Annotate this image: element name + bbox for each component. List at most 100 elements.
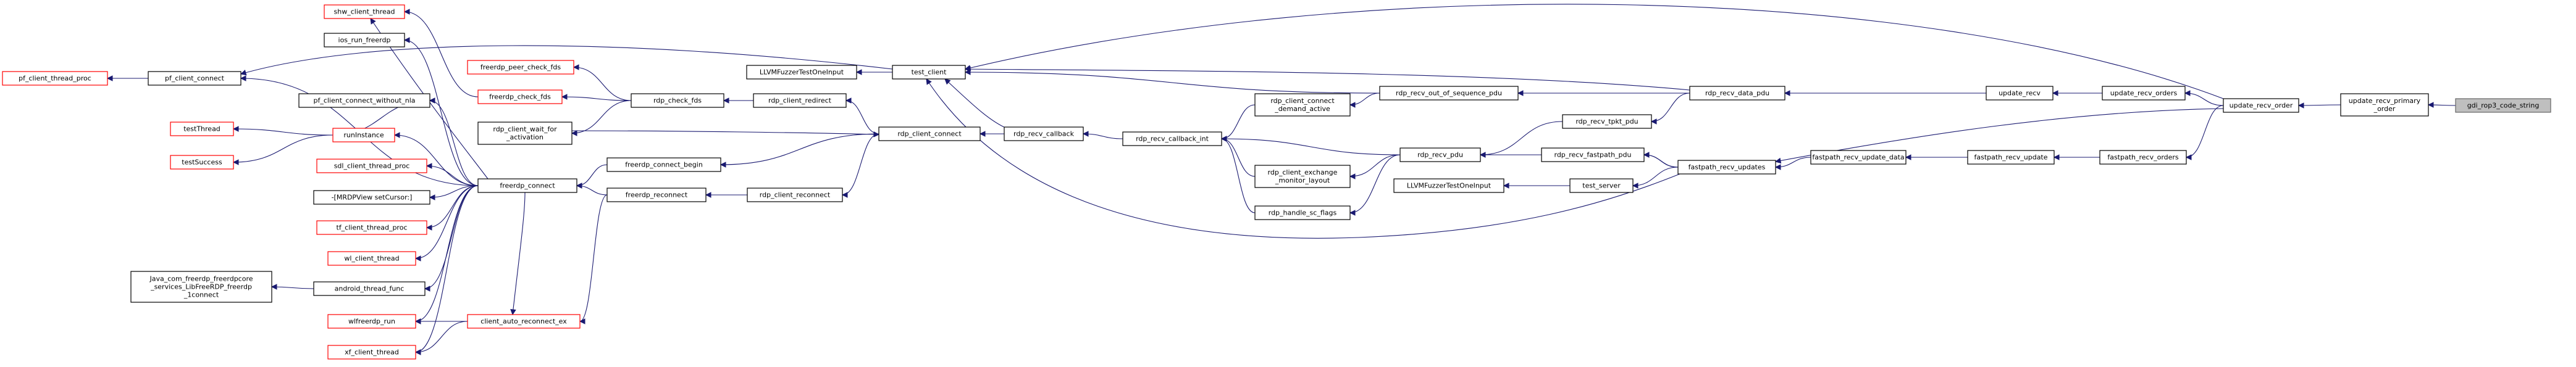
node-urpo[interactable]: update_recv_primary_order (2340, 93, 2429, 117)
node-java[interactable]: Java_com_freerdp_freerdpcore_services_Li… (130, 271, 272, 303)
node-rcc[interactable]: rdp_client_connect (878, 126, 981, 141)
node-box (170, 155, 234, 170)
node-label: freerdp_check_fds (489, 93, 551, 101)
node-label: test_client (912, 68, 947, 76)
node-label: rdp_client_reconnect (760, 191, 831, 199)
node-rroos[interactable]: rdp_recv_out_of_sequence_pdu (1379, 86, 1519, 101)
node-label: Java_com_freerdp_freerdpcore (149, 275, 253, 283)
node-fpru[interactable]: fastpath_recv_update (1967, 150, 2055, 165)
edge-fcb-rcc (720, 133, 879, 168)
node-label: rdp_recv_callback (1013, 130, 1075, 138)
node-box (2099, 150, 2187, 165)
node-tsu[interactable]: testSuccess (170, 155, 234, 170)
node-box (1689, 86, 1785, 101)
node-fprud[interactable]: fastpath_recv_update_data (1810, 150, 1907, 165)
edge-rcc-rcwa (571, 130, 880, 138)
node-rcrec[interactable]: rdp_client_reconnect (747, 188, 843, 202)
node-box (1393, 178, 1504, 193)
node-tf[interactable]: tf_client_thread_proc (316, 220, 427, 235)
node-box (747, 188, 843, 202)
node-label: rdp_client_exchange (1268, 168, 1338, 176)
node-label: freerdp_connect_begin (625, 161, 703, 169)
node-box (1004, 126, 1084, 141)
node-box (878, 126, 981, 141)
node-llvm2[interactable]: LLVMFuzzerTestOneInput (1393, 178, 1504, 193)
node-label: freerdp_reconnect (626, 191, 688, 199)
node-rrfp[interactable]: rdp_recv_fastpath_pdu (1541, 147, 1645, 162)
edge-rcr-rcc (845, 97, 879, 134)
node-label: fastpath_recv_update (1974, 154, 2047, 162)
node-rcda[interactable]: rdp_client_connect_demand_active (1254, 93, 1351, 117)
edge-fprud-fpru (1905, 154, 1968, 160)
node-box (2455, 98, 2551, 113)
node-ri[interactable]: runInstance (332, 128, 395, 142)
node-atf[interactable]: android_thread_func (313, 281, 426, 296)
node-rcr[interactable]: rdp_client_redirect (753, 93, 847, 108)
node-sdl[interactable]: sdl_client_thread_proc (316, 159, 427, 173)
node-fcb[interactable]: freerdp_connect_begin (606, 157, 721, 172)
node-pfcn[interactable]: pf_client_connect_without_nla (298, 93, 430, 108)
node-rrp[interactable]: rdp_recv_pdu (1399, 147, 1481, 162)
edge-mrdp-fc (429, 185, 479, 200)
node-label: update_recv (1999, 89, 2041, 97)
node-box (170, 122, 234, 136)
node-box (606, 188, 707, 202)
node-label: rdp_recv_fastpath_pdu (1554, 151, 1631, 159)
node-ts[interactable]: test_server (1569, 178, 1634, 193)
node-wlf[interactable]: wlfreerdp_run (327, 314, 416, 329)
node-rrtp[interactable]: rdp_recv_tpkt_pdu (1562, 114, 1652, 129)
node-pfctp[interactable]: pf_client_thread_proc (2, 71, 108, 86)
node-uro[interactable]: update_recv_order (2223, 98, 2299, 113)
node-box (1254, 165, 1351, 188)
node-layer: gdi_rop3_code_stringupdate_recv_primary_… (2, 4, 2551, 360)
node-care[interactable]: client_auto_reconnect_ex (467, 314, 581, 329)
node-rcwa[interactable]: rdp_client_wait_for_activation (477, 122, 573, 145)
node-box (753, 93, 847, 108)
node-tc[interactable]: test_client (892, 65, 966, 80)
node-label: rdp_recv_callback_int (1136, 135, 1209, 143)
edge-fpro-uro (2185, 105, 2224, 160)
node-label: rdp_client_connect (1270, 97, 1335, 105)
edge-rhsf-rrp (1349, 154, 1401, 216)
node-label: fastpath_recv_updates (1689, 163, 1766, 171)
node-ur[interactable]: update_recv (1986, 86, 2054, 101)
node-xf[interactable]: xf_client_thread (327, 345, 416, 360)
node-box (1562, 114, 1652, 129)
node-rrdp[interactable]: rdp_recv_data_pdu (1689, 86, 1785, 101)
node-box (1254, 93, 1351, 117)
node-mrdp[interactable]: -[MRDPView setCursor:] (313, 190, 430, 205)
node-tt[interactable]: testThread (170, 122, 234, 136)
edge-rcda-rroos (1349, 93, 1380, 108)
edge-uro-urpo (2297, 102, 2341, 109)
node-fc[interactable]: freerdp_connect (477, 178, 577, 193)
node-label: android_thread_func (335, 285, 405, 293)
node-fprus[interactable]: fastpath_recv_updates (1677, 160, 1776, 175)
node-fcf[interactable]: freerdp_check_fds (477, 89, 563, 104)
node-frec[interactable]: freerdp_reconnect (606, 188, 707, 202)
node-label: tf_client_thread_proc (337, 224, 408, 232)
node-llvm1[interactable]: LLVMFuzzerTestOneInput (746, 65, 857, 80)
edge-rcwa-rcf (571, 100, 632, 136)
node-fpro[interactable]: fastpath_recv_orders (2099, 150, 2187, 165)
node-ios[interactable]: ios_run_freerdp (324, 33, 405, 47)
node-fpcf[interactable]: freerdp_peer_check_fds (467, 60, 574, 75)
node-shw[interactable]: shw_client_thread (324, 4, 405, 19)
node-box (316, 159, 427, 173)
node-uros[interactable]: update_recv_orders (2102, 86, 2186, 101)
node-pfc[interactable]: pf_client_connect (148, 71, 241, 86)
node-rcem[interactable]: rdp_client_exchange_monitor_layout (1254, 165, 1351, 188)
node-box (892, 65, 966, 80)
node-box (606, 157, 721, 172)
node-wl[interactable]: wl_client_thread (327, 251, 416, 266)
edge-rrdp-ur (1784, 90, 1986, 96)
node-label: rdp_client_redirect (768, 97, 832, 105)
edge-fpru-fpro (2053, 154, 2100, 160)
edge-rcem-rrp (1349, 154, 1401, 179)
node-rhsf[interactable]: rdp_handle_sc_flags (1254, 205, 1351, 220)
node-rcf[interactable]: rdp_check_fds (631, 93, 724, 108)
node-box (1379, 86, 1519, 101)
node-rrci[interactable]: rdp_recv_callback_int (1122, 131, 1222, 146)
node-rrc[interactable]: rdp_recv_callback (1004, 126, 1084, 141)
node-box (1541, 147, 1645, 162)
